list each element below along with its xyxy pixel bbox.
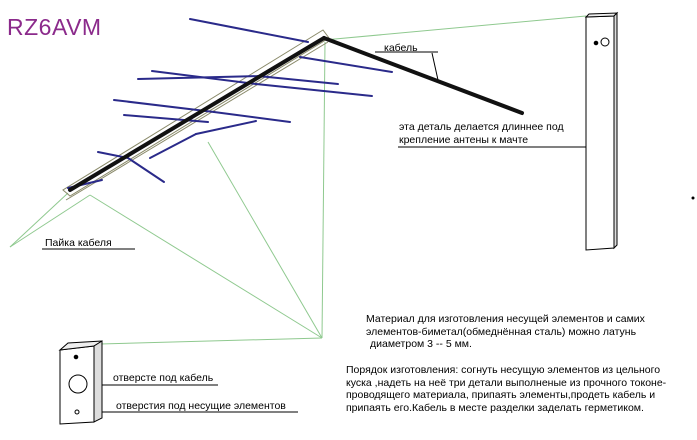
element-4b [213, 111, 291, 123]
label-extension-2: крепление антены к мачте [399, 134, 529, 146]
label-hole-elements: отверстия под несущие элементов [116, 400, 286, 412]
cable [68, 36, 524, 192]
element-4 [113, 99, 215, 113]
element-6b [127, 157, 165, 183]
element-3b [255, 83, 373, 97]
guide-line-solder [9, 192, 69, 248]
guide-line-solder-2 [9, 194, 91, 248]
material-note: Материал для изготовления несущей элемен… [366, 313, 645, 351]
element-1b [299, 56, 393, 73]
page-title: RZ6AVM [7, 14, 102, 40]
material-line: диаметром 3 -- 5 мм. [370, 338, 472, 350]
edge-dot [691, 196, 695, 200]
leader-cable [431, 52, 439, 81]
label-solder: Пайка кабеля [45, 237, 112, 249]
cable-to-mast [322, 36, 524, 115]
material-line: Материал для изготовления несущей элемен… [366, 313, 645, 325]
procedure-line: куска ,надеть на неё три детали выполнен… [346, 376, 667, 389]
element-7 [149, 133, 197, 159]
mast-detail [584, 11, 619, 251]
guide-line-top [323, 15, 587, 41]
cable-along-boom [68, 36, 326, 192]
guide-line-vertical [321, 41, 326, 339]
label-extension-1: эта деталь делается длиннее под [399, 121, 564, 133]
procedure-line: проводящего материала, припаять элементы… [346, 389, 656, 401]
mast-hole-cable [600, 37, 610, 47]
block-hole-cable [68, 374, 88, 394]
material-line: элементов-биметал(обмеднённая сталь) мож… [366, 325, 637, 338]
element-1 [189, 18, 309, 43]
mast-front [585, 15, 615, 251]
block-hole-top [73, 354, 79, 360]
elements [67, 18, 393, 189]
element-2b [257, 75, 339, 85]
label-cable: кабель [384, 42, 418, 54]
procedure-line: Порядок изготовления: согнуть несущую эл… [346, 364, 661, 376]
spacer-block [58, 340, 103, 425]
label-leaders [42, 51, 600, 413]
procedure-line: припаять его.Кабель в месте разделки зад… [346, 401, 644, 414]
label-hole-cable: отверсте под кабель [113, 372, 214, 384]
mast-top [584, 12, 619, 18]
block-side [93, 340, 103, 423]
guide-line-to-block [99, 337, 323, 345]
element-5 [123, 114, 209, 123]
mast-hole-small [593, 40, 599, 46]
guide-line-lower [89, 194, 323, 339]
block-hole-element [74, 409, 80, 415]
procedure-note: Порядок изготовления: согнуть несущую эл… [346, 364, 666, 414]
guide-line-mid [207, 141, 323, 339]
element-3 [151, 70, 257, 85]
mast-side [613, 11, 618, 250]
element-7b [195, 120, 257, 135]
